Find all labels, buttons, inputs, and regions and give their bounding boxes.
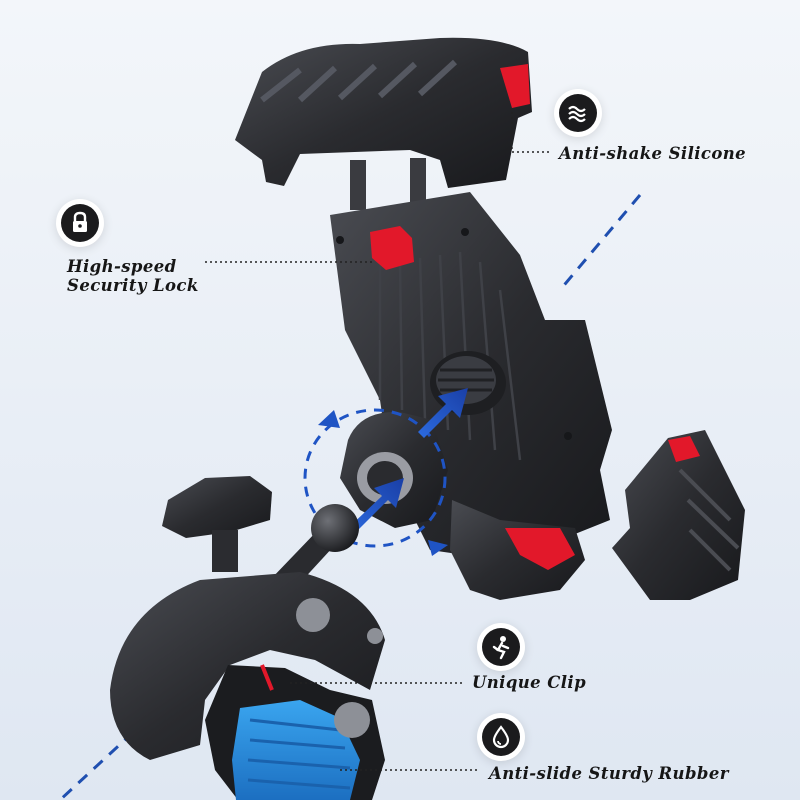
wave-icon	[559, 94, 597, 132]
bar-clamp	[110, 572, 385, 800]
clip-icon	[482, 628, 520, 666]
lock-label-line2: Security Lock	[67, 276, 199, 295]
rotation-indicator	[303, 408, 447, 548]
assembly-arrow-lower	[346, 478, 404, 536]
left-bottom-grip	[450, 500, 585, 600]
right-bottom-grip	[612, 430, 745, 600]
assembly-arrow-upper	[418, 388, 468, 438]
rotation-arrow-bottom	[428, 540, 448, 556]
security-lock-button	[370, 226, 414, 270]
drop-icon	[482, 718, 520, 756]
top-grip-arm	[235, 37, 532, 210]
leader-anti-shake	[511, 112, 552, 153]
rubber-pad	[232, 700, 360, 800]
lock-label-line1: High-speed	[67, 257, 177, 276]
rubber-label: Anti-slide Sturdy Rubber	[489, 764, 729, 783]
padlock-icon	[61, 204, 99, 242]
anti-shake-label: Anti-shake Silicone	[559, 144, 747, 163]
rotation-arrow-top	[318, 410, 340, 428]
clip-label: Unique Clip	[472, 673, 587, 692]
threaded-socket	[430, 351, 506, 415]
clamp-knob	[162, 476, 272, 572]
